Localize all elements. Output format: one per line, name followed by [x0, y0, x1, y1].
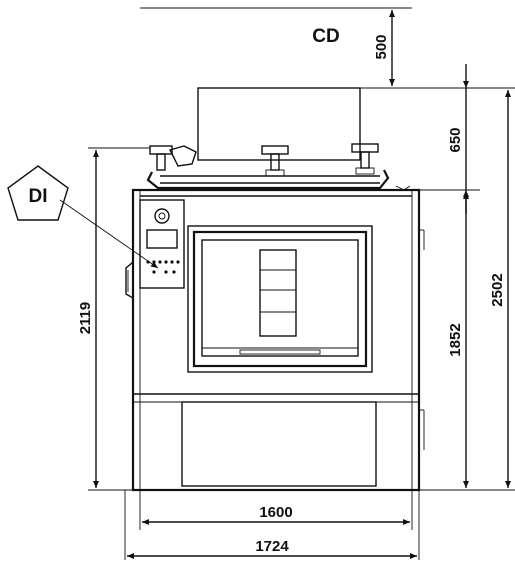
top-unit: [197, 87, 361, 161]
dim-1600-label: 1600: [259, 504, 292, 521]
lifting-eye-middle: [261, 145, 289, 177]
dim-500-label: 500: [373, 34, 390, 59]
dim-1852: 1852: [447, 192, 469, 488]
lifting-eye-left: [149, 145, 197, 171]
dim-1724: 1724: [127, 538, 417, 559]
door-handle: [239, 349, 321, 355]
plinth-panel: [181, 401, 377, 487]
dim-2119: 2119: [77, 150, 99, 488]
dim-1852-label: 1852: [447, 323, 464, 356]
lifting-frame: [146, 143, 411, 191]
di-label: DI: [29, 186, 48, 207]
lifting-eye-right: [351, 143, 379, 175]
di-callout: DI: [7, 165, 159, 269]
display-screen: [146, 229, 178, 249]
control-panel: [125, 199, 185, 299]
dim-1724-label: 1724: [255, 538, 289, 555]
side-handle: [125, 261, 134, 299]
dim-2502: 2502: [489, 90, 511, 488]
cd-label: CD: [312, 26, 339, 47]
door-window: [259, 249, 297, 337]
dim-2119-label: 2119: [77, 302, 94, 335]
dim-500: 500: [373, 10, 395, 86]
dim-650: 650: [447, 64, 469, 214]
extension-lines: [88, 7, 515, 560]
dim-1600: 1600: [142, 504, 410, 525]
di-pentagon: [7, 165, 69, 221]
emergency-stop-icon: [154, 208, 170, 224]
keypad: [146, 260, 180, 274]
door: [187, 225, 373, 373]
dim-2502-label: 2502: [489, 273, 506, 306]
dim-650-label: 650: [447, 127, 464, 152]
top-box: [197, 87, 361, 161]
